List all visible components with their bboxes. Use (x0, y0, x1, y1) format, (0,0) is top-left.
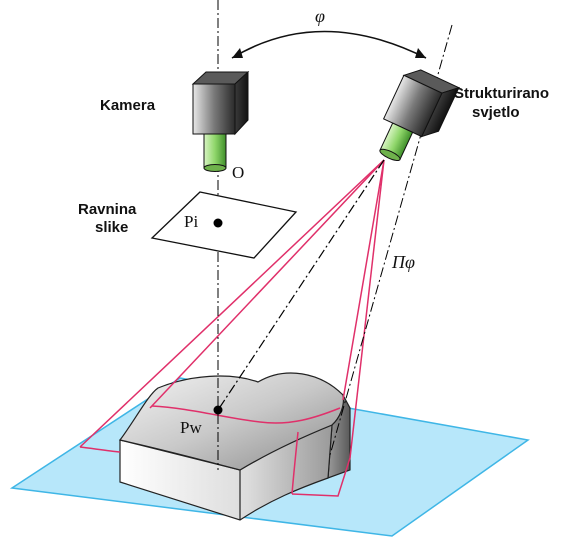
light-ray-right (342, 159, 385, 401)
light-ray-left (79, 159, 385, 448)
image-point-dot (213, 218, 223, 228)
stripe-on-object (151, 405, 341, 424)
image-point-label: Pi (184, 212, 198, 231)
object-top-surface (118, 372, 345, 471)
angle-arrow-right (415, 48, 426, 58)
world-point-dot (213, 405, 223, 415)
angle-label: φ (315, 6, 325, 26)
light-ray-far-right (349, 159, 385, 459)
stripe-on-side (291, 431, 299, 495)
projector (379, 69, 461, 162)
stripe-on-ground-left (79, 446, 121, 453)
camera (191, 70, 250, 172)
image-plane-label-1: Ravnina (78, 201, 137, 218)
light-plane-label: Πφ (391, 252, 415, 272)
world-point-label: Pw (180, 418, 202, 437)
angle-arc (231, 30, 427, 59)
image-plane-label-2: slike (95, 219, 128, 236)
optical-center-label: O (232, 163, 244, 182)
light-ray-mid (149, 159, 385, 409)
structured-light-label-1: Strukturirano (454, 85, 549, 102)
stripe-on-ground-right (291, 457, 351, 497)
image-plane (150, 191, 298, 259)
projector-to-point (217, 159, 385, 411)
camera-label: Kamera (100, 97, 156, 114)
angle-arrow-left (232, 48, 243, 58)
structured-light-label-2: svjetlo (472, 104, 520, 121)
